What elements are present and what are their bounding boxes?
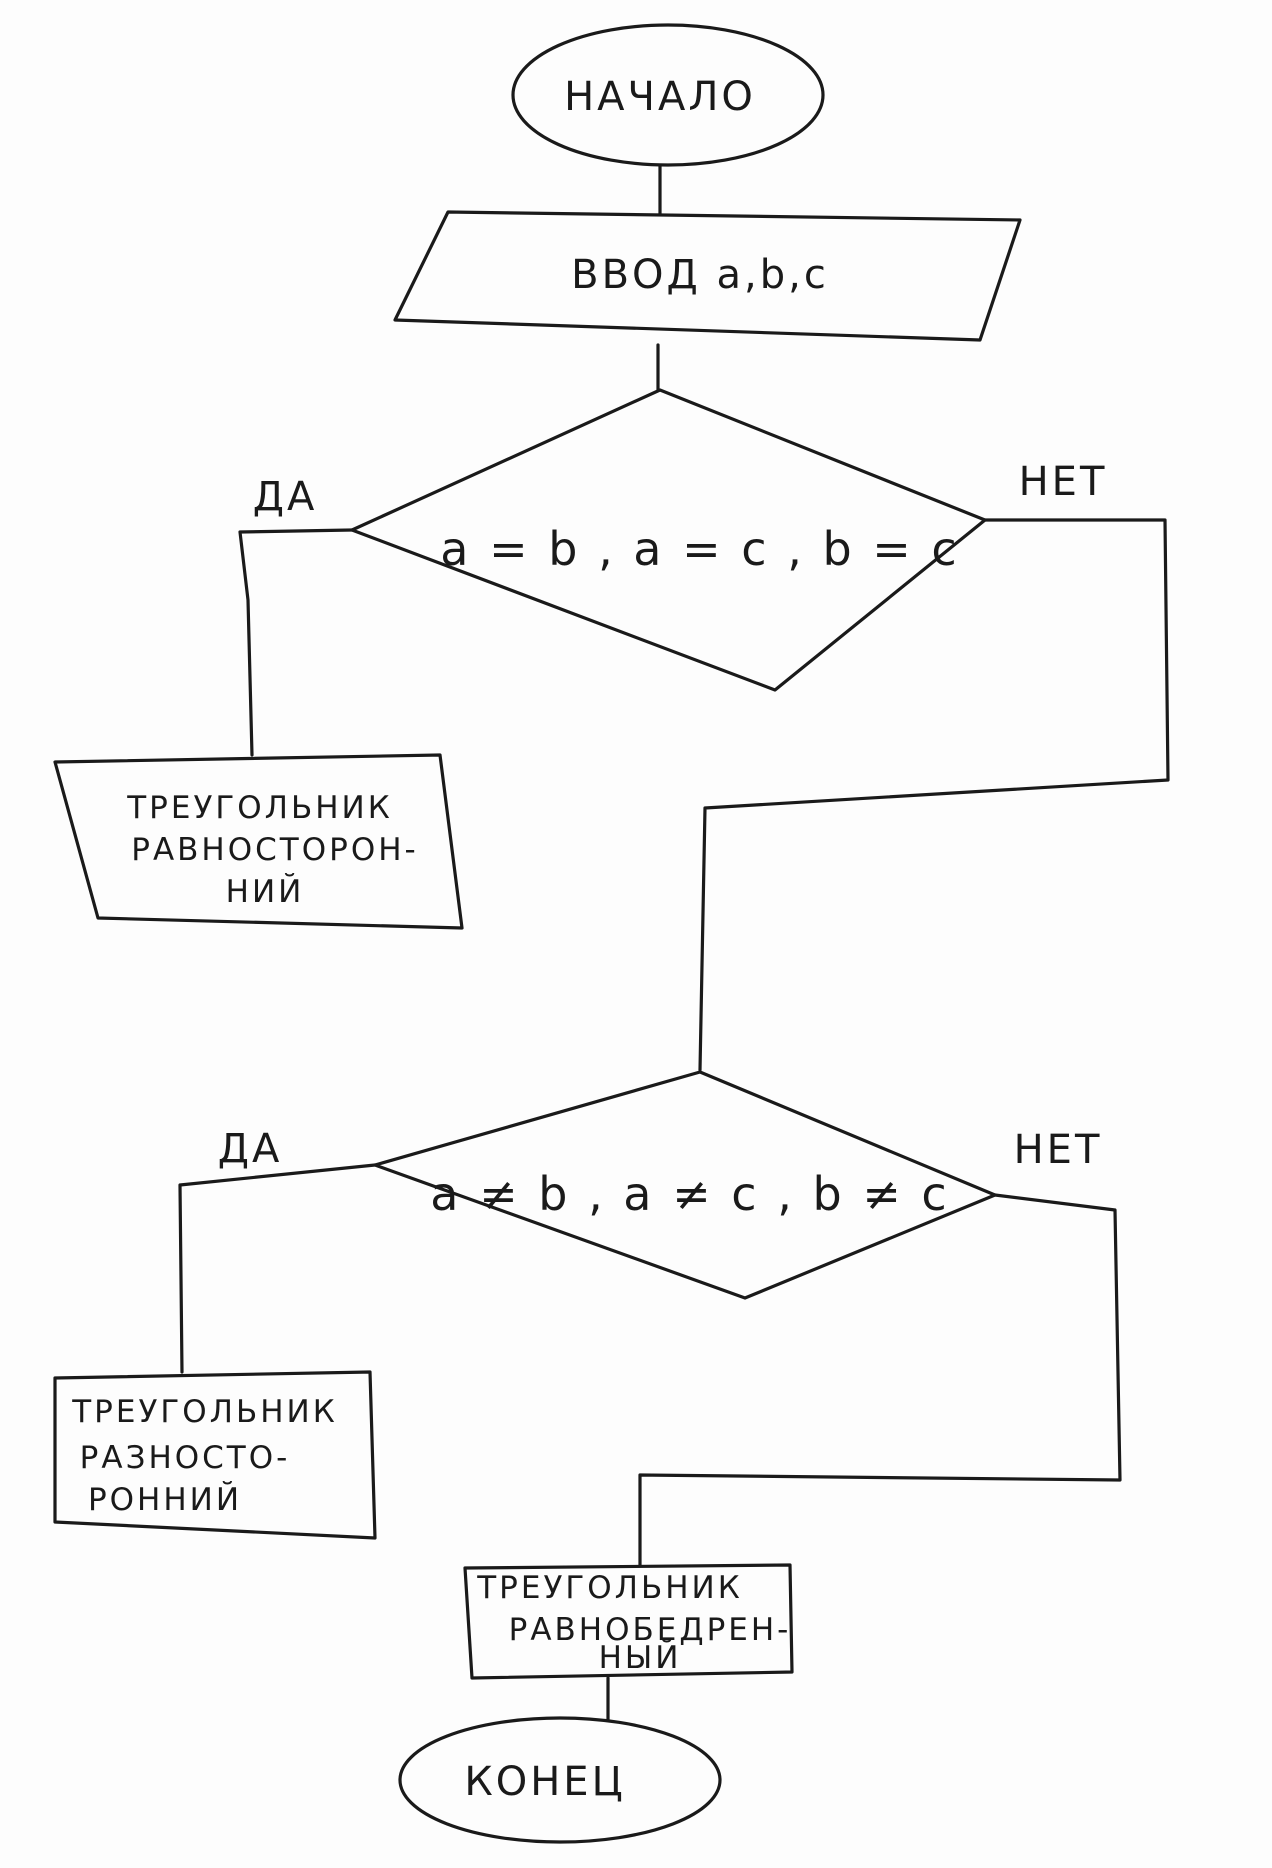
input-label: ВВОД a,b,c <box>571 252 829 298</box>
line-yes2-to-scalene <box>178 1163 377 1374</box>
decision1-no-label: НЕТ <box>1019 459 1108 505</box>
line-yes1-to-equilateral <box>238 528 354 757</box>
decision2-no-label: НЕТ <box>1014 1127 1103 1173</box>
decision1-condition: a = b , a = c , b = c <box>440 522 959 576</box>
end-terminator: КОНЕЦ <box>398 1716 722 1844</box>
scalene-line2: РАЗНОСТО- <box>80 1440 291 1476</box>
isosceles-line2: РАВНОБЕДРЕН- <box>509 1612 792 1648</box>
start-label: НАЧАЛО <box>564 74 756 120</box>
scalene-line1: ТРЕУГОЛЬНИК <box>71 1394 338 1430</box>
equilateral-line3: НИЙ <box>226 874 305 910</box>
line-no1-to-decision2 <box>698 518 1170 1072</box>
isosceles-output: ТРЕУГОЛЬНИК РАВНОБЕДРЕН- НЫЙ <box>463 1563 794 1680</box>
equilateral-output: ТРЕУГОЛЬНИК РАВНОСТОРОН- НИЙ <box>53 753 464 930</box>
isosceles-line3: НЫЙ <box>599 1640 682 1676</box>
end-label: КОНЕЦ <box>464 1759 625 1805</box>
isosceles-line1: ТРЕУГОЛЬНИК <box>476 1570 743 1606</box>
decision2-yes-label: ДА <box>218 1126 283 1172</box>
start-terminator: НАЧАЛО <box>511 23 825 167</box>
decision-equal-sides: a = b , a = c , b = c ДА НЕТ <box>253 388 1108 692</box>
input-block: ВВОД a,b,c <box>393 210 1022 342</box>
line-no2-to-isosceles <box>638 1193 1122 1572</box>
decision2-condition: a ≠ b , a ≠ c , b ≠ c <box>430 1167 949 1221</box>
equilateral-line1: ТРЕУГОЛЬНИК <box>126 790 393 826</box>
connector-lines <box>178 163 1170 1722</box>
scalene-line3: РОННИЙ <box>88 1482 242 1518</box>
equilateral-line2: РАВНОСТОРОН- <box>131 832 418 868</box>
decision1-yes-label: ДА <box>253 474 318 520</box>
decision-different-sides: a ≠ b , a ≠ c , b ≠ c ДА НЕТ <box>218 1070 1103 1300</box>
scalene-output: ТРЕУГОЛЬНИК РАЗНОСТО- РОННИЙ <box>53 1370 377 1540</box>
